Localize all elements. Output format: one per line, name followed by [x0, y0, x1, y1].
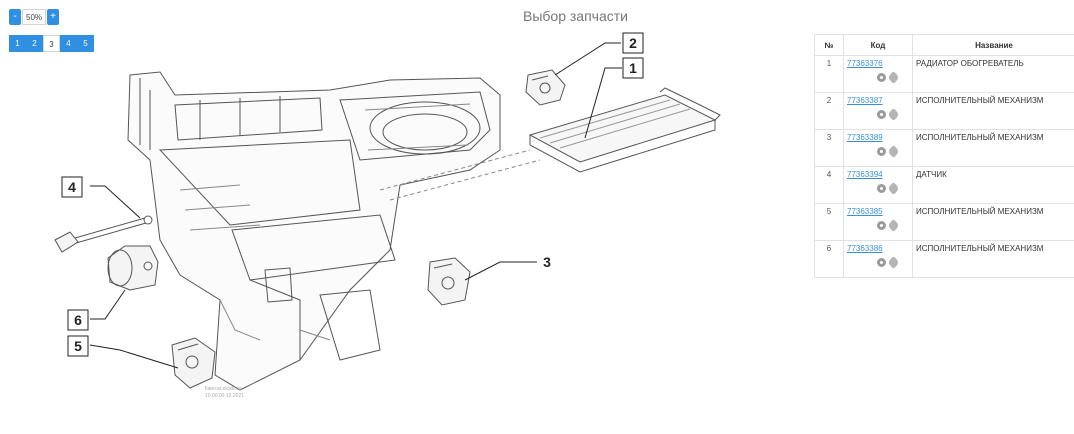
zoom-out-button[interactable]: - [9, 9, 21, 25]
wrench-icon[interactable] [887, 145, 900, 158]
column-header-name: Название [912, 34, 1074, 56]
callout-4-label: 4 [68, 179, 76, 195]
callout-5-label: 5 [74, 338, 82, 354]
table-header-row: № Код Название [814, 34, 1074, 56]
part-code-link[interactable]: 77363387 [847, 96, 883, 105]
watermark-line-1: fiatecat.elcats.ru [205, 386, 242, 392]
table-row[interactable]: 2 77363387 ИСПОЛНИТЕЛЬНЫЙ МЕХАНИЗМ [814, 92, 1074, 130]
gear-icon[interactable] [877, 110, 886, 119]
row-number: 5 [814, 203, 844, 241]
part-name: ИСПОЛНИТЕЛЬНЫЙ МЕХАНИЗМ [912, 92, 1074, 130]
callout-3-label: 3 [543, 254, 551, 270]
table-row[interactable]: 4 77363394 ДАТЧИК [814, 166, 1074, 204]
wrench-icon[interactable] [887, 182, 900, 195]
page-button-1[interactable]: 1 [9, 35, 26, 52]
zoom-level: 50% [22, 9, 47, 25]
column-header-code: Код [843, 34, 913, 56]
radiator-drawing [379, 87, 721, 201]
watermark: fiatecat.elcats.ru 10.00.00 12.2021 [205, 386, 244, 399]
part-code-link[interactable]: 77363376 [847, 59, 883, 68]
part-name: ИСПОЛНИТЕЛЬНЫЙ МЕХАНИЗМ [912, 203, 1074, 241]
parts-diagram[interactable]: 2 1 3 4 6 5 fiatecat.elcats.ru 10.00.00 … [30, 25, 750, 425]
table-row[interactable]: 1 77363376 РАДИАТОР ОБОГРЕВАТЕЛЬ [814, 55, 1074, 93]
hvac-housing-drawing [127, 71, 501, 391]
part-name: ДАТЧИК [912, 166, 1074, 204]
wrench-icon[interactable] [887, 219, 900, 232]
actuator-3-drawing [427, 257, 471, 306]
row-number: 4 [814, 166, 844, 204]
callout-5[interactable]: 5 [67, 335, 89, 357]
part-code-link[interactable]: 77363394 [847, 170, 883, 179]
table-row[interactable]: 3 77363389 ИСПОЛНИТЕЛЬНЫЙ МЕХАНИЗМ [814, 129, 1074, 167]
row-number: 1 [814, 55, 844, 93]
part-code-link[interactable]: 77363386 [847, 244, 883, 253]
page-button-2[interactable]: 2 [26, 35, 43, 52]
page-button-4[interactable]: 4 [60, 35, 77, 52]
gear-icon[interactable] [877, 258, 886, 267]
callout-6[interactable]: 6 [67, 309, 89, 331]
part-name: ИСПОЛНИТЕЛЬНЫЙ МЕХАНИЗМ [912, 240, 1074, 278]
wrench-icon[interactable] [887, 256, 900, 269]
leader-lines [89, 42, 622, 369]
part-name: ИСПОЛНИТЕЛЬНЫЙ МЕХАНИЗМ [912, 129, 1074, 167]
sensor-4-drawing [54, 215, 153, 253]
row-number: 6 [814, 240, 844, 278]
callout-2[interactable]: 2 [622, 32, 644, 54]
callout-6-label: 6 [74, 312, 82, 328]
gear-icon[interactable] [877, 221, 886, 230]
actuator-2-drawing [525, 69, 566, 106]
part-code-link[interactable]: 77363385 [847, 207, 883, 216]
watermark-line-2: 10.00.00 12.2021 [205, 393, 244, 399]
gear-icon[interactable] [877, 73, 886, 82]
callout-3[interactable]: 3 [537, 252, 557, 272]
callout-4[interactable]: 4 [61, 176, 83, 198]
part-code-link[interactable]: 77363389 [847, 133, 883, 142]
wrench-icon[interactable] [887, 71, 900, 84]
actuator-5-drawing [171, 337, 216, 389]
table-row[interactable]: 6 77363386 ИСПОЛНИТЕЛЬНЫЙ МЕХАНИЗМ [814, 240, 1074, 278]
part-name: РАДИАТОР ОБОГРЕВАТЕЛЬ [912, 55, 1074, 93]
parts-table: № Код Название 1 77363376 РАДИАТОР ОБОГР… [814, 34, 1074, 278]
callout-2-label: 2 [629, 35, 637, 51]
gear-icon[interactable] [877, 147, 886, 156]
zoom-in-button[interactable]: + [47, 9, 60, 25]
gear-icon[interactable] [877, 184, 886, 193]
callout-1[interactable]: 1 [622, 57, 644, 79]
zoom-controls: - 50% + [9, 9, 60, 25]
page-title: Выбор запчасти [523, 8, 628, 24]
actuator-6-drawing [107, 245, 159, 291]
table-row[interactable]: 5 77363385 ИСПОЛНИТЕЛЬНЫЙ МЕХАНИЗМ [814, 203, 1074, 241]
page-selector: 1 2 3 4 5 [9, 35, 94, 52]
wrench-icon[interactable] [887, 108, 900, 121]
row-number: 2 [814, 92, 844, 130]
page-button-3[interactable]: 3 [43, 35, 60, 52]
column-header-number: № [814, 34, 844, 56]
row-number: 3 [814, 129, 844, 167]
callout-1-label: 1 [629, 60, 637, 76]
page-button-5[interactable]: 5 [77, 35, 94, 52]
